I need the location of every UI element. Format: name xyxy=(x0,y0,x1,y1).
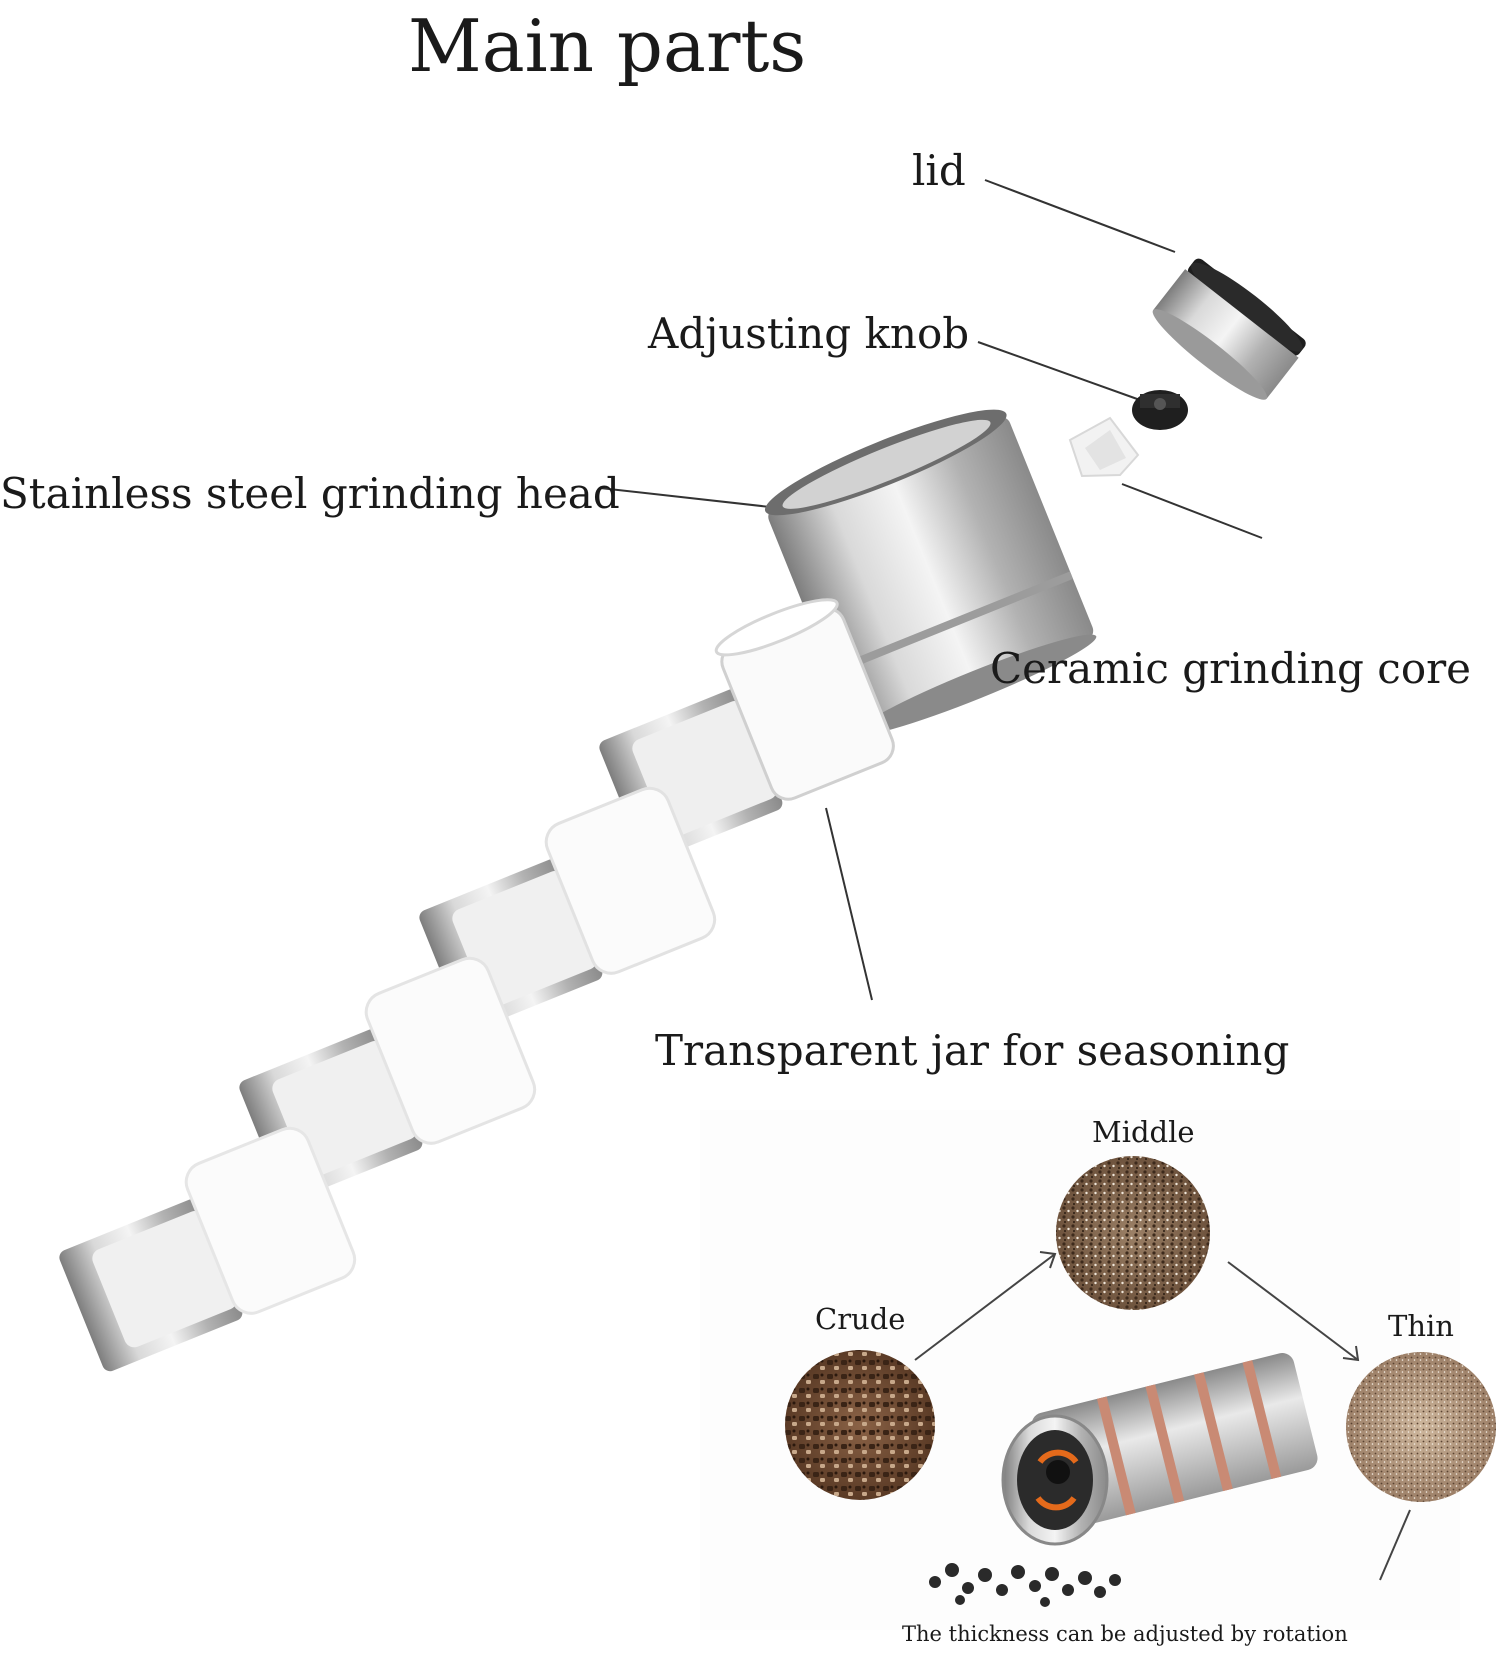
label-thin: Thin xyxy=(1388,1309,1454,1343)
leader-lines xyxy=(599,179,1263,1001)
label-middle: Middle xyxy=(1092,1115,1195,1149)
label-crude: Crude xyxy=(815,1302,906,1336)
thin-grind-circle xyxy=(1346,1352,1496,1502)
peppercorns xyxy=(929,1563,1121,1607)
jar-segments xyxy=(59,598,895,1372)
cycle-arrows xyxy=(914,1251,1411,1581)
label-adjusting-knob: Adjusting knob xyxy=(648,309,970,358)
knob-part xyxy=(1132,390,1188,430)
assembled-grinder xyxy=(1001,1353,1318,1546)
middle-grind-circle xyxy=(1056,1156,1210,1310)
label-lid: lid xyxy=(912,146,966,195)
crude-grind-circle xyxy=(785,1350,935,1500)
label-ceramic-core: Ceramic grinding core xyxy=(990,644,1472,693)
page-title: Main parts xyxy=(408,4,807,88)
label-grinding-head: Stainless steel grinding head xyxy=(0,469,620,518)
ceramic-core-part xyxy=(1068,416,1140,478)
lid-part xyxy=(1152,258,1306,400)
rotation-caption: The thickness can be adjusted by rotatio… xyxy=(902,1622,1348,1646)
label-transparent-jar: Transparent jar for seasoning xyxy=(655,1026,1290,1075)
